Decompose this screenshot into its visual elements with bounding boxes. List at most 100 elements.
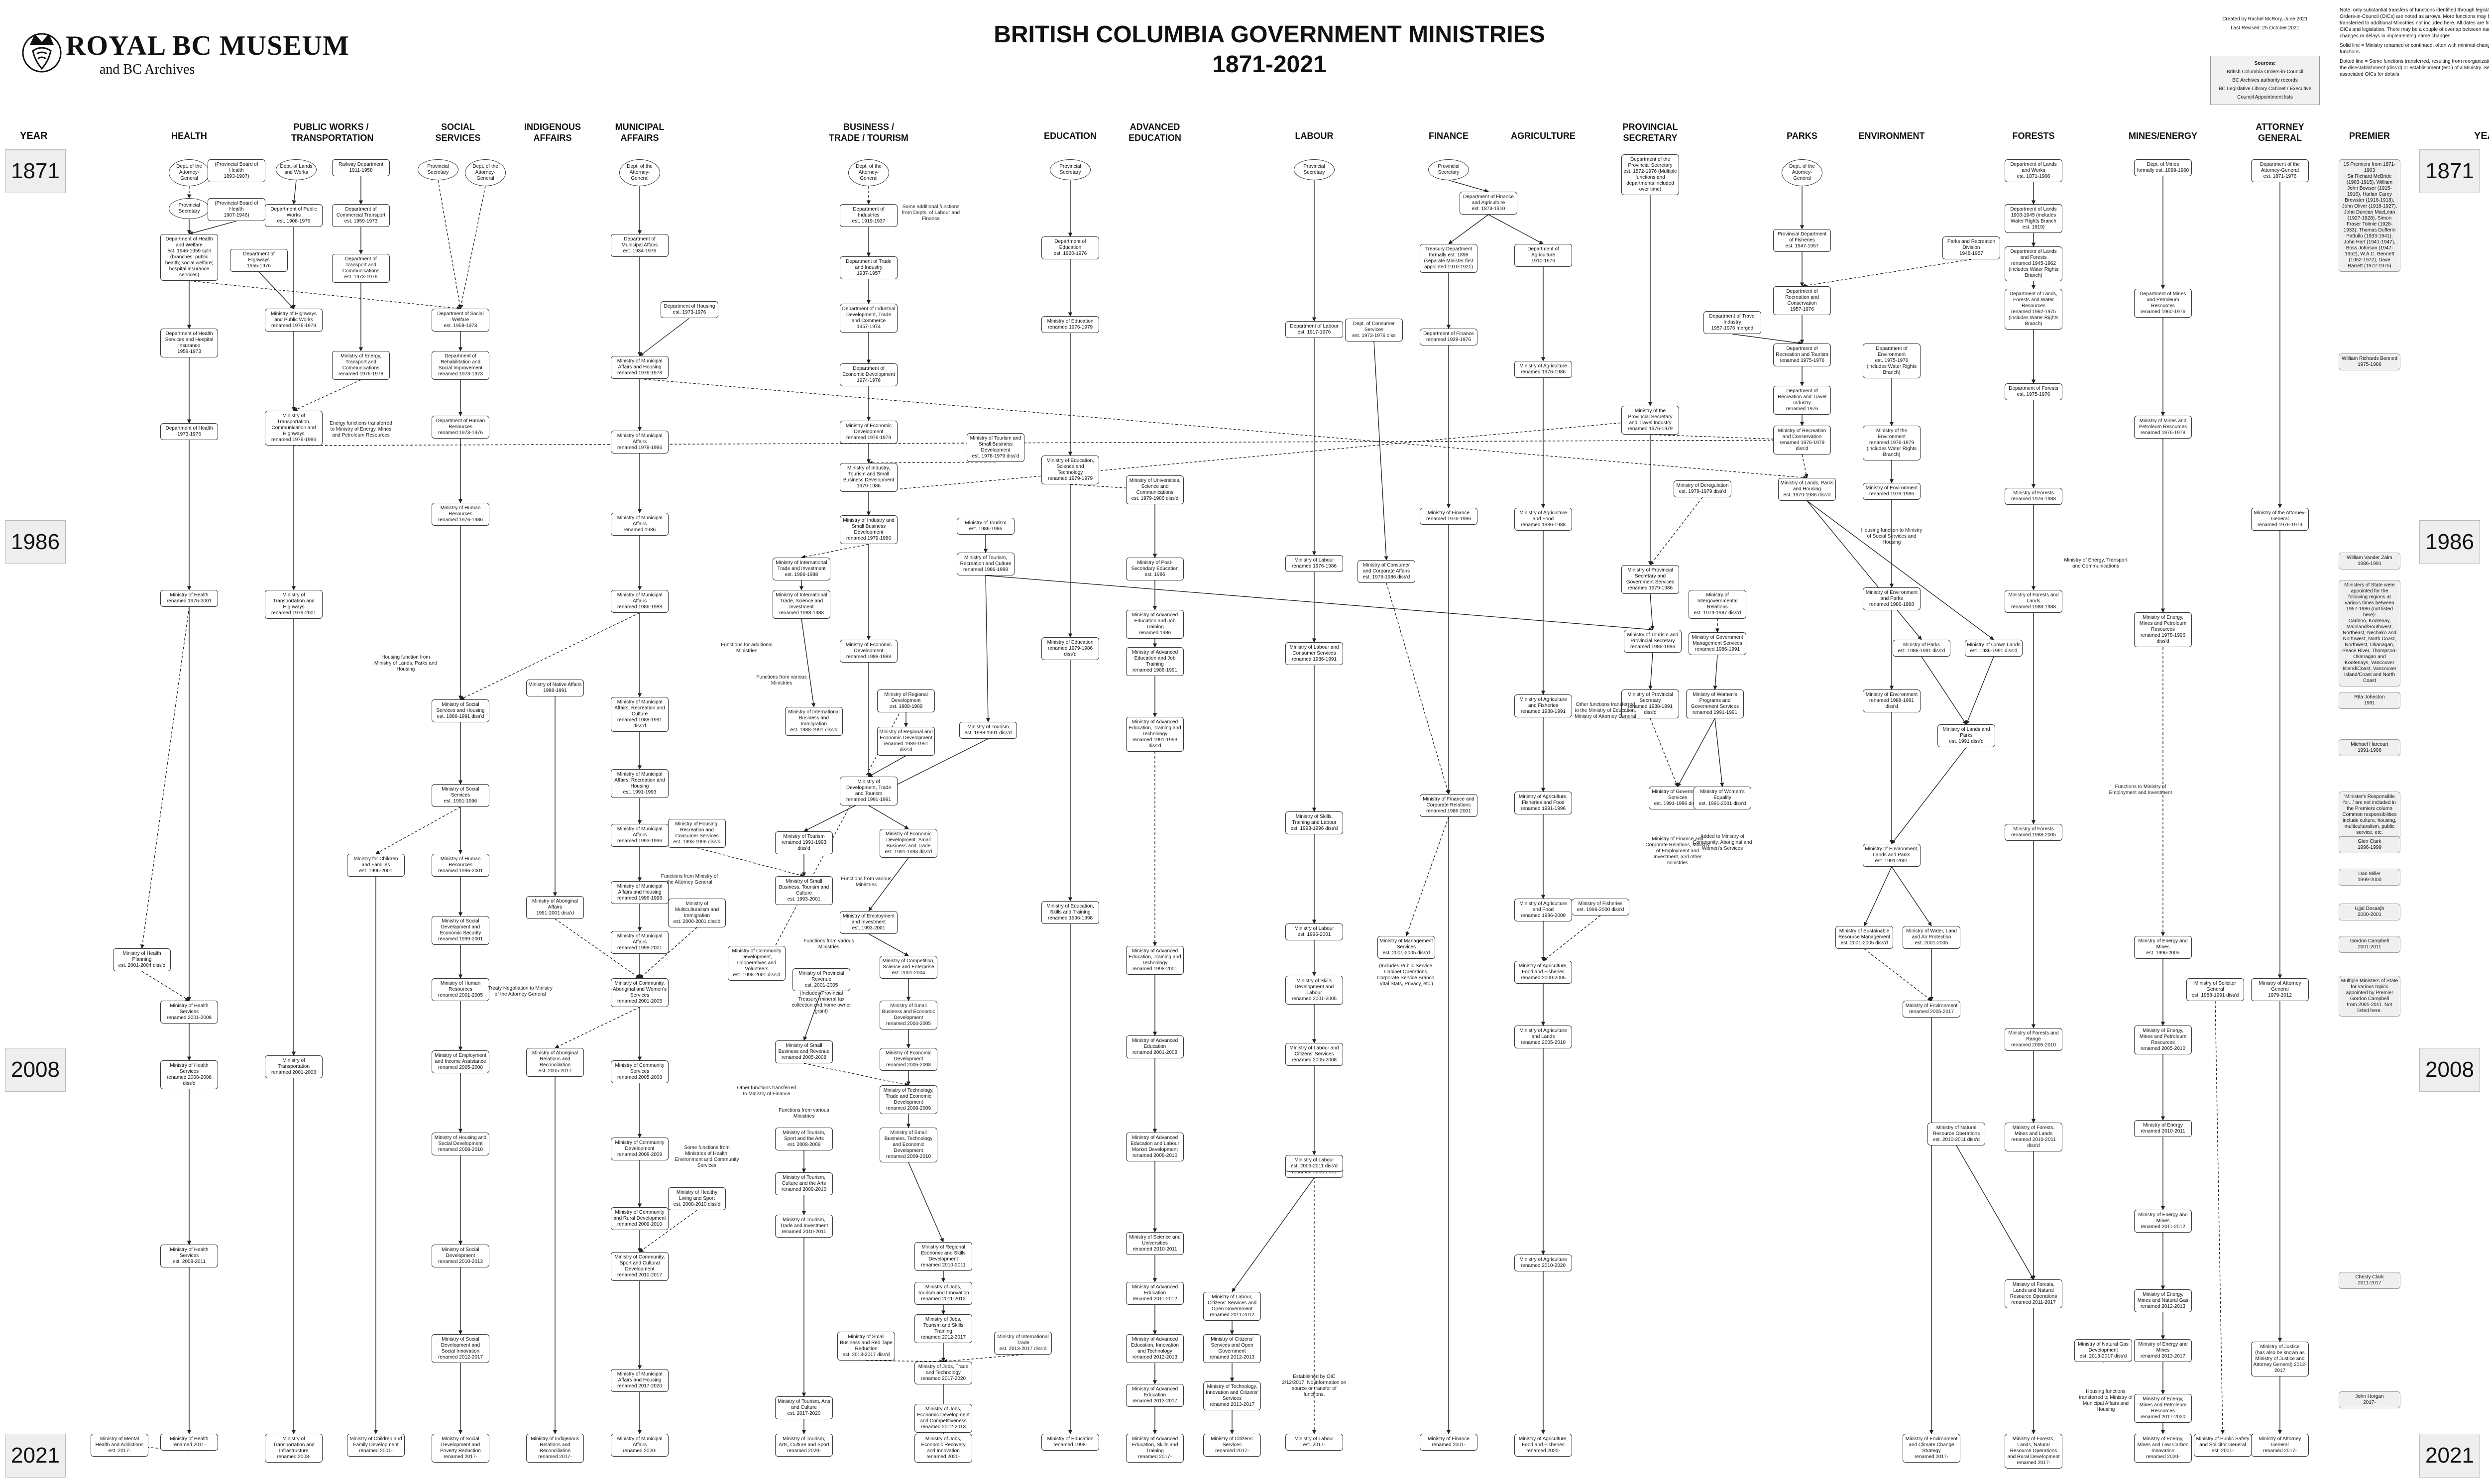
column-heading-muni: MUNICIPAL AFFAIRS <box>615 122 665 143</box>
ministry-dates: renamed 1979-1986 <box>271 437 317 443</box>
ministry-name: Ministry of International Trade, Science… <box>776 592 827 610</box>
ministry-dates: renamed 2017- <box>1215 1448 1249 1454</box>
ministry-name: Department of Health Services and Hospit… <box>165 331 214 348</box>
ministry-node: Ministry of Tourism, Arts, Culture and S… <box>775 1434 833 1457</box>
ministry-dates: renamed 2013-2017 <box>1209 1402 1255 1407</box>
ministry-dates: renamed 1991-1993 diss'd <box>781 840 827 851</box>
ministry-node: Ministry of Industry, Tourism and Small … <box>840 463 898 492</box>
ministry-dates: 1991-1996 <box>2358 748 2381 753</box>
ministry-dates: renamed 2010-2017 <box>617 1272 663 1278</box>
ministry-name: Ministry of Children and Family Developm… <box>349 1436 402 1448</box>
ministry-name: Ministry of Tourism, Trade and Investmen… <box>780 1217 828 1229</box>
ministry-dates: est. 1991 diss'd <box>1949 739 1984 744</box>
ministry-node: Ministry of Advanced Education and Job T… <box>1126 647 1184 676</box>
ministry-dates: est. 1988-1991 diss'd <box>790 727 838 733</box>
ministry-node: Ministry of Provincial Secretary and Gov… <box>1621 565 1679 594</box>
ministry-name: Ministry of Economic Development <box>885 1050 932 1062</box>
ministry-name: Ministry of Agriculture, Food and Fisher… <box>1518 963 1568 975</box>
transfer-note: Functions from various Ministries <box>756 675 807 686</box>
ministry-dates: est. 1998-2001 diss'd <box>733 972 781 978</box>
ministry-dates: 1957-1976 <box>1790 307 1814 312</box>
rename-line <box>639 318 690 356</box>
ministry-dates: renamed 1979-2001 <box>271 610 317 616</box>
ministry-dates: renamed 2009-2010 <box>886 1154 931 1159</box>
ministry-node: Department of Rehabilitation and Social … <box>432 351 489 380</box>
ministry-dates: est. 1976-1986 diss'd <box>1362 574 1410 580</box>
rename-line <box>1891 866 1932 926</box>
ministry-name: Ministry of Environment, Lands and Parks <box>1865 846 1919 858</box>
ministry-dates: renamed 1976-1986 <box>438 517 483 523</box>
ministry-dates: 1991-2001 diss'd <box>536 911 574 916</box>
ministry-name: Ministry of Small Business, Technology a… <box>884 1130 933 1153</box>
ministry-dates: renamed 2001- <box>1432 1442 1466 1448</box>
ministry-dates: renamed 2020- <box>623 1448 657 1454</box>
ministry-name: Ministry of Attorney General <box>2259 1436 2301 1448</box>
rename-line <box>1488 214 1544 244</box>
ministry-name: Ministry of Community Services <box>615 1063 665 1074</box>
rename-line <box>1956 1145 2034 1280</box>
ministry-name: Department of Highways <box>243 251 275 263</box>
ministry-name: Ministry of Jobs, Trade and Technology <box>918 1364 969 1375</box>
ministry-node: Ministry of Energy, Mines and Natural Ga… <box>2134 1289 2192 1312</box>
ministry-name: Ministry of Attorney General <box>2259 981 2301 992</box>
ministry-dates: renamed 1991-1993 diss'd <box>1132 737 1178 749</box>
ministry-dates: est. 2001- <box>2211 1448 2234 1454</box>
ministry-node: Ministry of Tourism and Provincial Secre… <box>1624 630 1682 653</box>
sources-box: Sources: British Columbia Orders-in-Coun… <box>2210 56 2320 105</box>
ministry-node: Ministry of Social Development and Econo… <box>432 916 489 945</box>
ministry-node: Ministry of Transportation, Communicatio… <box>265 411 323 446</box>
ministry-dates: 1957-1974 <box>857 324 881 330</box>
ministry-node: Ministry of Energy, Transport and Commun… <box>332 351 390 380</box>
ministry-name: Ministry of Citizens' Services and Open … <box>1211 1337 1253 1354</box>
ministry-name: Ministry of Agriculture, Food and Fisher… <box>1518 1436 1568 1448</box>
ministry-dates: renamed 2010-2011 <box>1132 1247 1177 1252</box>
ministry-node: Ministry of Forests, Lands, Natural Reso… <box>2005 1434 2062 1469</box>
column-heading-ag: ATTORNEY GENERAL <box>2256 122 2304 143</box>
logo-line-2: and BC Archives <box>100 62 195 77</box>
rename-line <box>189 221 237 235</box>
ministry-name: Ministry of Community, Sport and Cultura… <box>614 1255 665 1272</box>
ministry-name: Ministry of Advanced Education, Skills a… <box>1131 1436 1178 1454</box>
ministry-name: Ministry of Government Management Servic… <box>1692 635 1743 646</box>
ministry-name: Ministry of Development, Trade and Touri… <box>846 779 892 797</box>
ministry-node: Ministry of Housing, Recreation and Cons… <box>668 819 726 848</box>
function-transfer-line <box>438 180 462 309</box>
ministry-name: Ministry of Environment and Parks <box>1865 590 1918 601</box>
ministry-dates: renamed 2010-2020 <box>1520 1263 1566 1268</box>
transfer-note: (Includes Public Service, Cabinet Operat… <box>1377 963 1436 987</box>
source-item: BC Archives authority records <box>2232 78 2298 83</box>
ministry-dates: 1975-1986 <box>2358 362 2381 367</box>
ministry-node: Ministry of Small Business, Tourism and … <box>775 876 833 905</box>
ministry-name: Ministry of Universities, Science and Co… <box>1129 478 1181 495</box>
ministry-dates: renamed 1960-1976 <box>2140 309 2186 315</box>
ministry-node: Department of Lands, Forests and Water R… <box>2005 289 2062 330</box>
ministry-name: Ministry of Municipal Affairs <box>617 592 663 604</box>
ministry-name: Ministry of Technology, Trade and Econom… <box>883 1088 934 1105</box>
ministry-dates: renamed 2012-2013 <box>1132 1355 1178 1360</box>
ministry-dates: est. 1991-1993 diss'd <box>885 849 932 855</box>
ministry-name: Ministry of Small Business, Tourism and … <box>779 879 829 896</box>
ministry-node: Ministry of Advanced Education and Job T… <box>1126 610 1184 639</box>
ministry-node: Ministry of Agriculture, Food and Fisher… <box>1514 961 1572 984</box>
ministry-dates: est. 1986 <box>1144 572 1165 577</box>
ministry-name: Ministry of Health Planning <box>122 951 161 962</box>
ministry-dates: est. 2017- <box>108 1448 131 1454</box>
rename-line <box>908 1162 944 1243</box>
ministry-dates: renamed 2011-2017 <box>2011 1300 2056 1305</box>
ministry-dates: renamed 1978-1996 diss'd <box>2140 633 2186 644</box>
ministry-node: Ministry of Citizens' Services and Open … <box>1203 1334 1261 1363</box>
